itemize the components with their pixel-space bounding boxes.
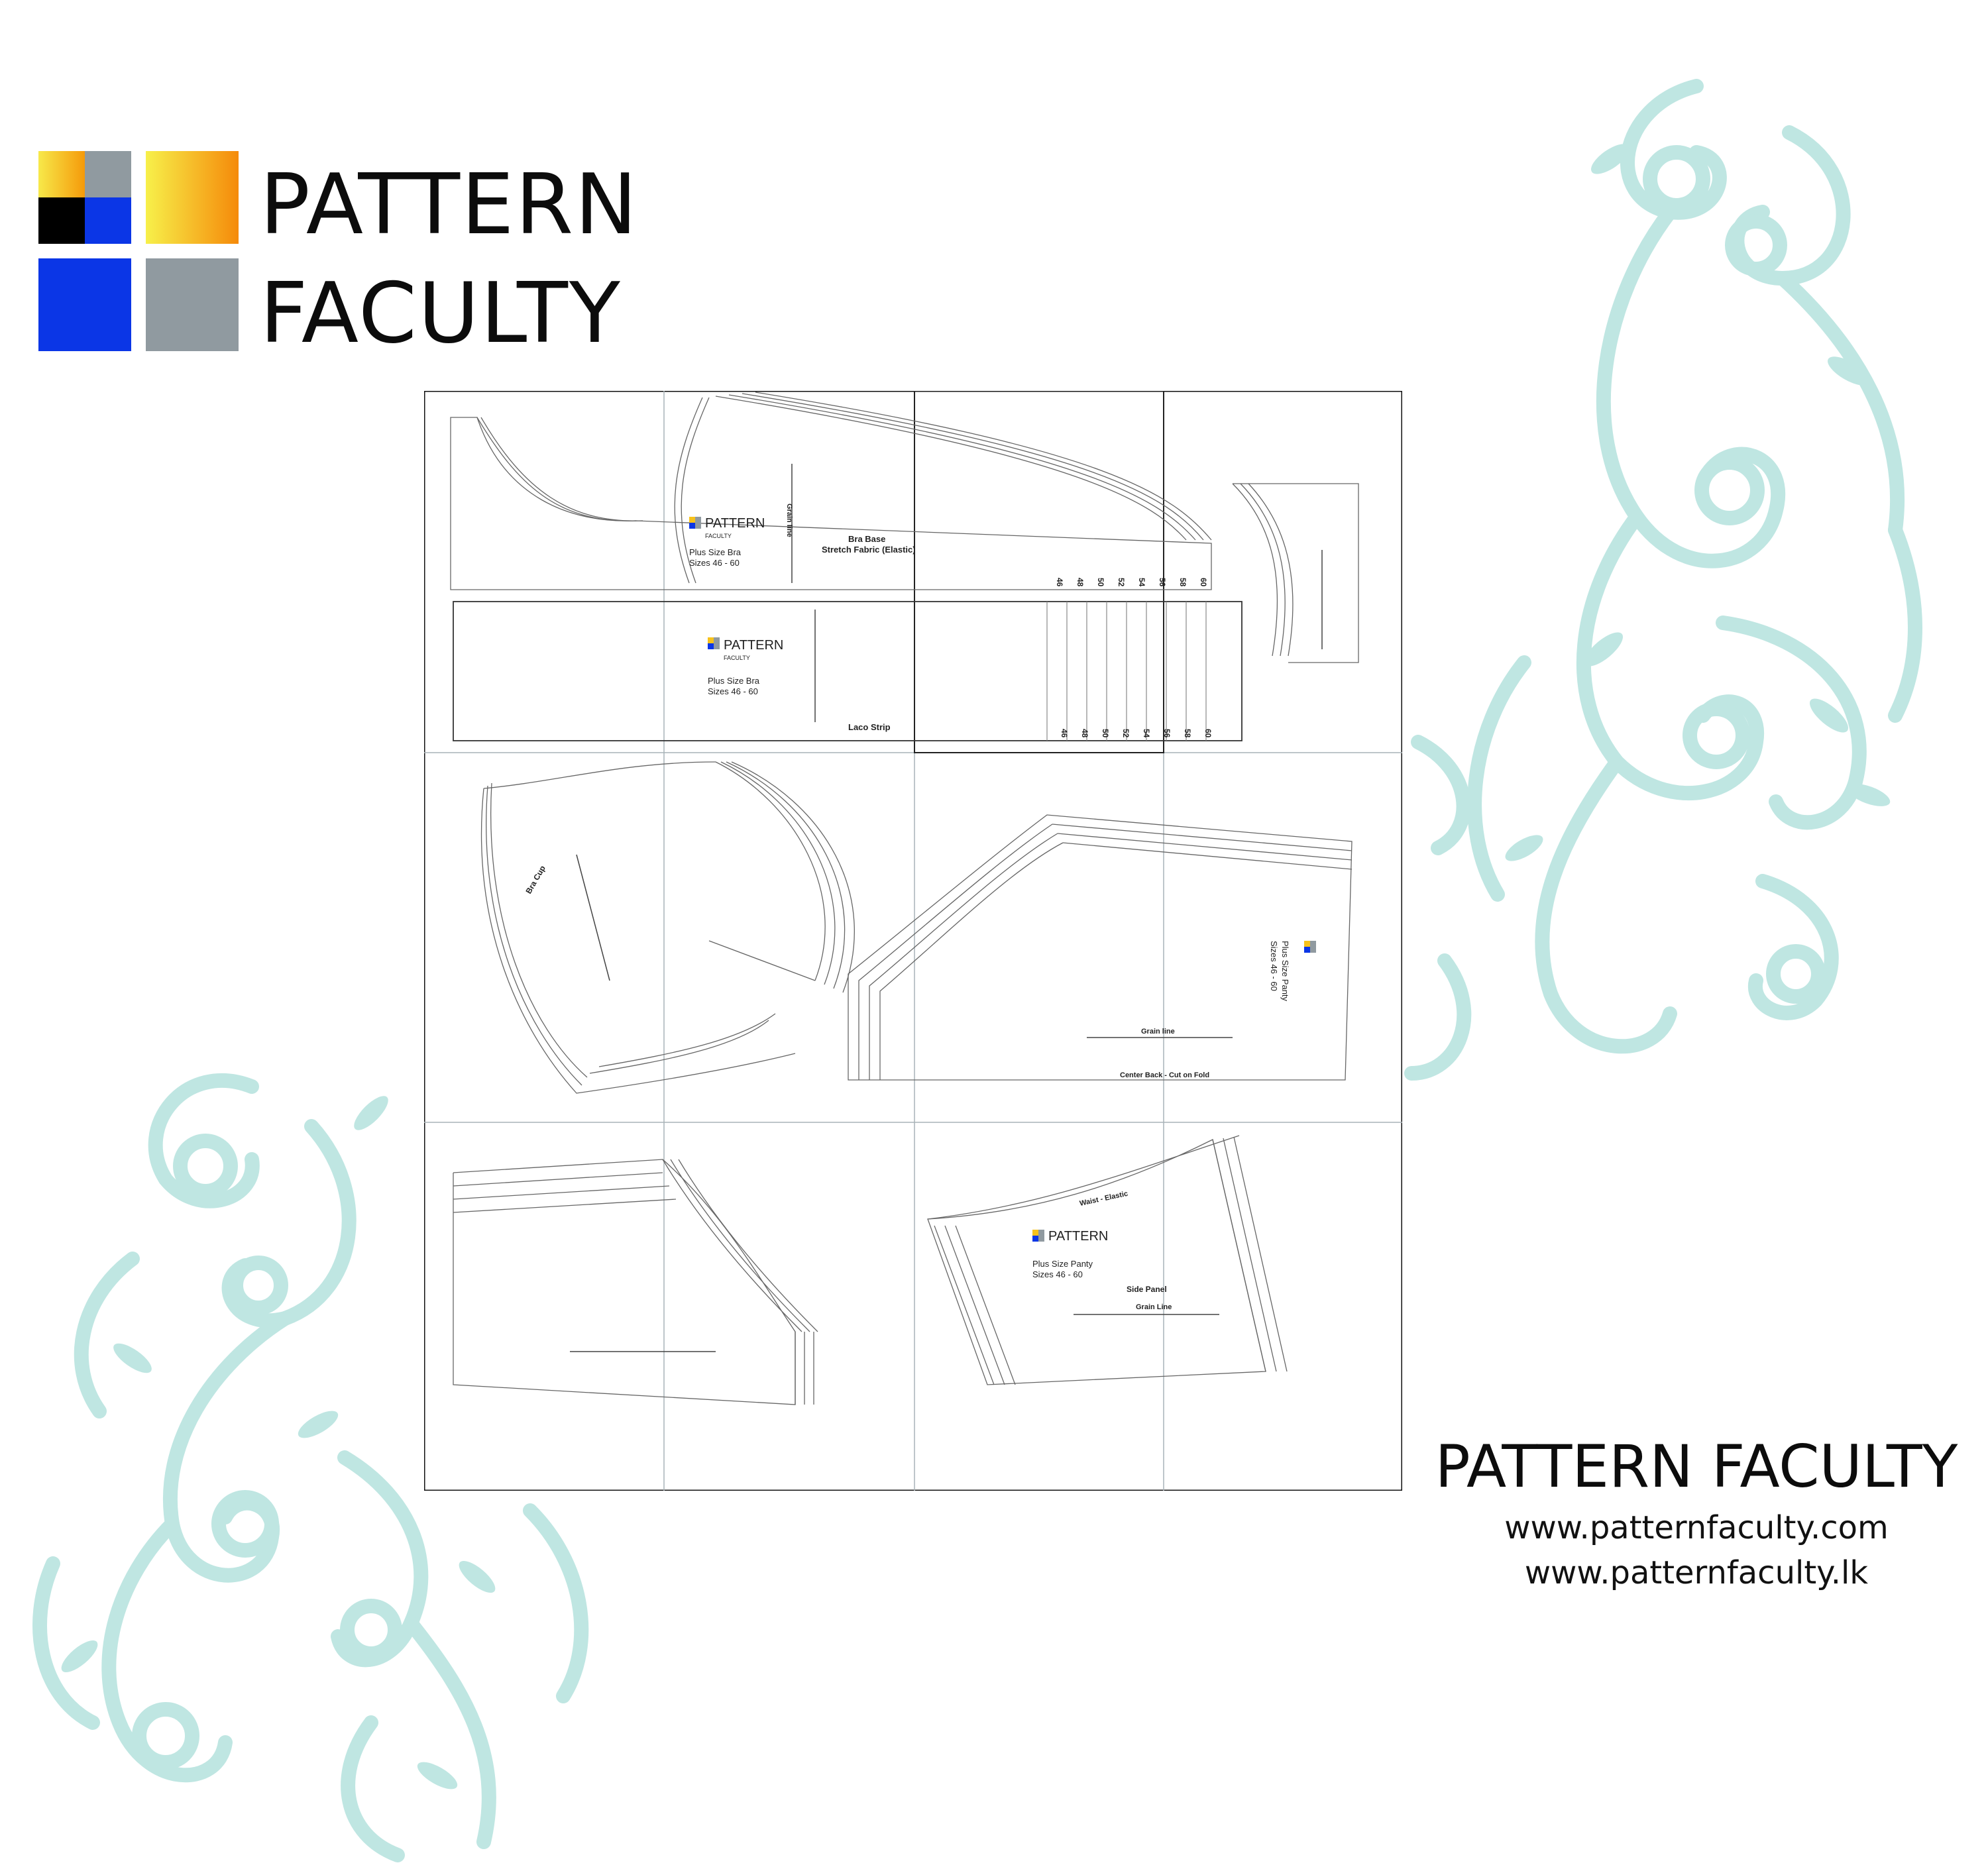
- footer-brand-name: PATTERN FACULTY: [1435, 1432, 1958, 1501]
- size-mark-0-60: 60: [1199, 578, 1208, 587]
- size-mark-1-48: 48: [1080, 729, 1089, 738]
- panty-title-back: Plus Size Panty: [1280, 941, 1290, 1002]
- bra-title-2: Plus Size Bra: [708, 676, 760, 686]
- brand-title-line2: FACULTY: [260, 264, 622, 362]
- size-mark-1-52: 52: [1121, 729, 1131, 738]
- logo-square-black-small: [38, 197, 85, 244]
- size-mark-0-52: 52: [1117, 578, 1126, 587]
- lace-strip-label: Laco Strip: [848, 722, 891, 732]
- piece-name: Bra Base: [848, 534, 885, 544]
- size-mark-1-50: 50: [1101, 729, 1110, 738]
- center-back-label: Center Back - Cut on Fold: [1120, 1071, 1209, 1079]
- size-mark-0-50: 50: [1096, 578, 1105, 587]
- grain-line-side: Grain Line: [1136, 1303, 1172, 1311]
- footer-url-lk[interactable]: www.patternfaculty.lk: [1524, 1554, 1869, 1591]
- logo-square-blue: [38, 258, 131, 351]
- mini-brand-3: PATTERN: [1048, 1229, 1108, 1244]
- bra-sizes-2: Sizes 46 - 60: [708, 686, 758, 696]
- piece-fabric: Stretch Fabric (Elastic): [822, 545, 916, 555]
- grain-line-label: Grain line: [785, 504, 793, 537]
- bra-sizes: Sizes 46 - 60: [689, 558, 740, 568]
- logo-square-blue-small: [85, 197, 131, 244]
- size-mark-1-54: 54: [1142, 729, 1151, 738]
- mini-brand-2: PATTERN: [724, 638, 783, 653]
- mini-brand-sub: FACULTY: [705, 533, 732, 539]
- size-mark-1-46: 46: [1060, 729, 1069, 738]
- logo-square-gradient-small: [38, 151, 85, 197]
- size-mark-0-56: 56: [1158, 578, 1167, 587]
- panty-title-side: Plus Size Panty: [1032, 1259, 1093, 1269]
- logo-square-gray-small: [85, 151, 131, 197]
- size-marks: 46 48 50 52 54 56 58 60 46 48 50 52 54 56 58 60: [1055, 578, 1213, 738]
- brand-logo: [38, 151, 240, 352]
- brand-title-line1: PATTERN: [260, 156, 639, 253]
- size-mark-0-46: 46: [1055, 578, 1064, 587]
- mini-brand-sub-2: FACULTY: [724, 655, 750, 661]
- size-mark-0-58: 58: [1178, 578, 1187, 587]
- footer-url-com[interactable]: www.patternfaculty.com: [1504, 1509, 1889, 1546]
- logo-square-gray: [146, 258, 239, 351]
- panty-sizes-back: Sizes 46 - 60: [1269, 941, 1279, 991]
- panty-sizes-side: Sizes 46 - 60: [1032, 1269, 1083, 1279]
- size-mark-0-48: 48: [1076, 578, 1085, 587]
- size-mark-1-58: 58: [1183, 729, 1192, 738]
- mini-brand: PATTERN: [705, 516, 765, 531]
- bra-title: Plus Size Bra: [689, 547, 742, 557]
- size-mark-0-54: 54: [1137, 578, 1146, 587]
- size-mark-1-56: 56: [1162, 729, 1172, 738]
- size-mark-1-60: 60: [1203, 729, 1213, 738]
- side-panel-label: Side Panel: [1127, 1285, 1167, 1294]
- grain-line-back: Grain line: [1141, 1028, 1175, 1036]
- logo-square-gradient: [146, 151, 239, 244]
- pattern-sheet: PATTERN FACULTY Plus Size Bra Sizes 46 -…: [424, 391, 1402, 1491]
